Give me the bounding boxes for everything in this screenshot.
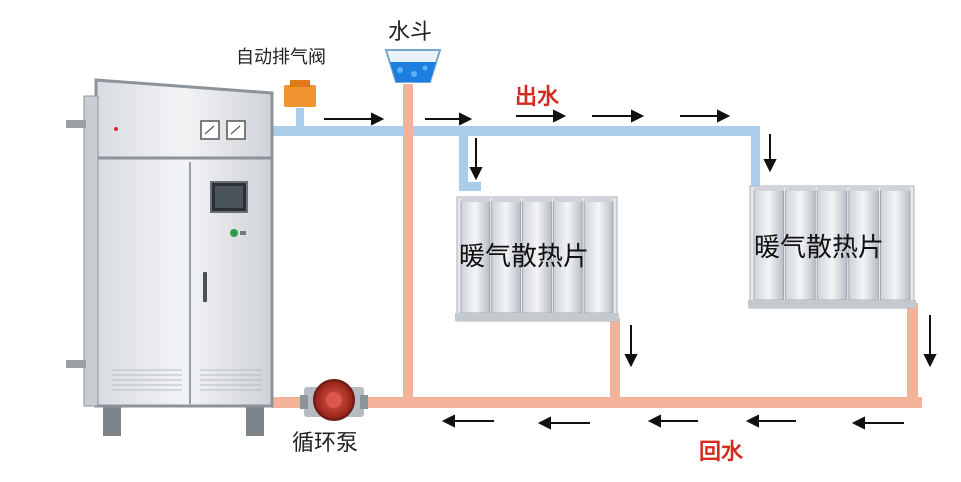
arrow-left-icon <box>537 416 590 430</box>
arrow-down-icon <box>624 325 638 368</box>
circulation-pump-icon <box>300 379 368 421</box>
auto-vent-valve-label: 自动排气阀 <box>236 47 326 68</box>
radiator-right-label: 暖气散热片 <box>754 233 884 263</box>
radiator-fin-cap <box>461 197 490 202</box>
logo-icon <box>230 229 238 237</box>
supply-water-label: 出水 <box>515 85 560 110</box>
arrow-down-icon <box>469 138 483 181</box>
radiator-fin-cap <box>584 197 613 202</box>
radiator-fin-cap <box>754 186 784 191</box>
arrow-right-icon <box>324 112 385 126</box>
radiator-left-label: 暖气散热片 <box>459 242 589 272</box>
arrow-left-icon <box>745 414 796 428</box>
radiator-fin <box>848 189 879 301</box>
radiator-fin <box>522 200 552 314</box>
auto-vent-valve-icon <box>284 80 316 107</box>
return-water-label: 回水 <box>699 440 744 465</box>
water-funnel-label: 水斗 <box>388 20 432 45</box>
water-funnel-icon <box>384 49 442 83</box>
radiator-fin-cap <box>522 197 552 202</box>
radiator-fin-cap <box>880 186 910 191</box>
radiator-right <box>748 185 916 309</box>
arrow-left-icon <box>647 414 698 428</box>
return-pipes <box>272 84 922 408</box>
radiator-fin <box>553 200 583 314</box>
radiator-fin-cap <box>785 186 816 191</box>
radiator-fin <box>785 189 816 301</box>
door-handle-icon <box>203 272 207 302</box>
supply-pipes <box>272 108 760 192</box>
radiator-fin <box>753 189 785 301</box>
radiator-fin <box>816 189 848 301</box>
electric-boiler-cabinet <box>66 78 274 436</box>
vent-louvers <box>112 369 262 391</box>
radiator-fin-cap <box>491 197 521 202</box>
radiator-fin-cap <box>553 197 583 202</box>
radiator-fin-cap <box>848 186 879 191</box>
arrow-down-icon <box>763 134 777 173</box>
radiator-fin-cap <box>817 186 847 191</box>
radiator-fin <box>491 200 521 314</box>
supply-flow-arrows <box>324 109 777 181</box>
arrow-right-icon <box>516 109 567 123</box>
arrow-right-icon <box>680 109 731 123</box>
radiator-left <box>455 196 619 322</box>
radiator-fin <box>583 200 614 314</box>
radiator-fin <box>880 189 911 301</box>
arrow-left-icon <box>851 416 904 430</box>
arrow-right-icon <box>592 109 645 123</box>
arrow-right-icon <box>425 112 473 126</box>
arrow-left-icon <box>441 414 494 428</box>
arrow-down-icon <box>923 315 937 368</box>
circulation-pump-label: 循环泵 <box>292 431 358 456</box>
return-flow-arrows <box>441 315 937 430</box>
